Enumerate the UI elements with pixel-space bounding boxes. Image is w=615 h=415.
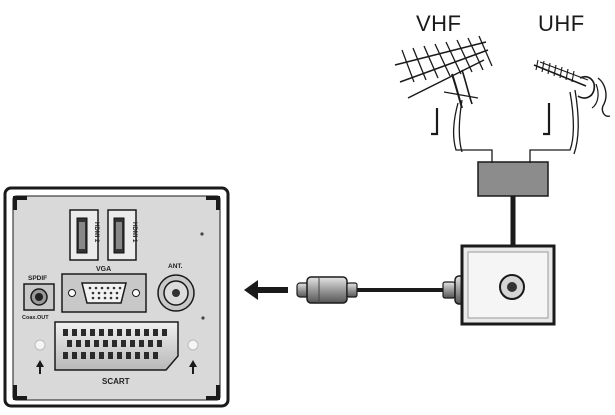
uhf-label: UHF [538, 11, 585, 36]
spdif-port [23, 283, 55, 311]
vhf-label: VHF [416, 11, 462, 36]
wall-socket [460, 244, 556, 326]
panel-markers [34, 232, 205, 374]
vga-label: VGA [96, 266, 111, 273]
vhf-antenna [394, 35, 493, 136]
ant-label: ANT. [168, 263, 183, 270]
vga-port [61, 273, 147, 313]
antenna-combiner [477, 161, 549, 197]
hdmi-2-label: HDMI 2 [93, 222, 99, 243]
coax-out-label: Coax.OUT [22, 315, 49, 321]
spdif-label: SPDIF [28, 275, 47, 282]
hdmi-1-port [107, 209, 137, 261]
hdmi-2-port [69, 209, 99, 261]
scart-label: SCART [102, 377, 130, 386]
antenna-input-port [157, 274, 195, 312]
direction-arrow [244, 280, 288, 300]
antenna-feed-wires [452, 89, 579, 163]
uhf-antenna [533, 59, 611, 136]
scart-port [54, 321, 179, 371]
hdmi-1-label: HDMI 1 [131, 222, 137, 243]
